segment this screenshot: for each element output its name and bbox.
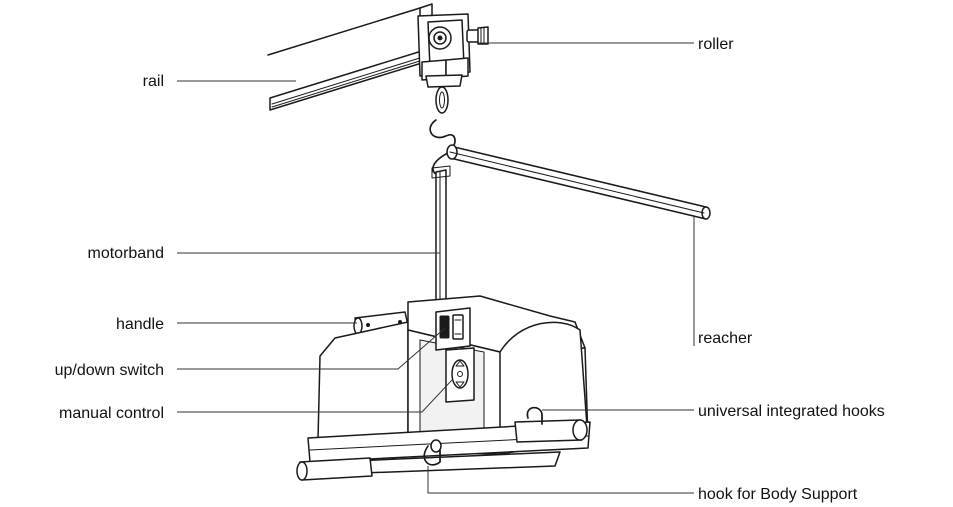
label-manual-control: manual control	[59, 405, 164, 422]
roller-carriage-drawing	[417, 13, 489, 88]
s-hook-drawing	[429, 86, 456, 177]
manual-control-leader	[177, 379, 453, 413]
body-support-hook-leader	[427, 466, 694, 494]
rail-drawing	[267, 3, 433, 111]
label-reacher: reacher	[698, 330, 753, 347]
motorband-drawing	[431, 165, 451, 303]
label-universal-integrated-hooks: universal integrated hooks	[698, 403, 885, 420]
callout-labels: rail roller motorband reacher handle up/…	[55, 36, 885, 503]
label-motorband: motorband	[88, 245, 165, 262]
label-rail: rail	[143, 73, 164, 90]
label-handle: handle	[116, 316, 164, 333]
label-roller: roller	[698, 36, 734, 53]
reacher-drawing	[446, 144, 711, 220]
leader-lines	[177, 42, 695, 494]
label-hook-for-body-support: hook for Body Support	[698, 486, 858, 503]
switch-leader	[177, 327, 446, 370]
label-up-down-switch: up/down switch	[55, 362, 164, 379]
lift-unit-drawing	[296, 295, 591, 481]
